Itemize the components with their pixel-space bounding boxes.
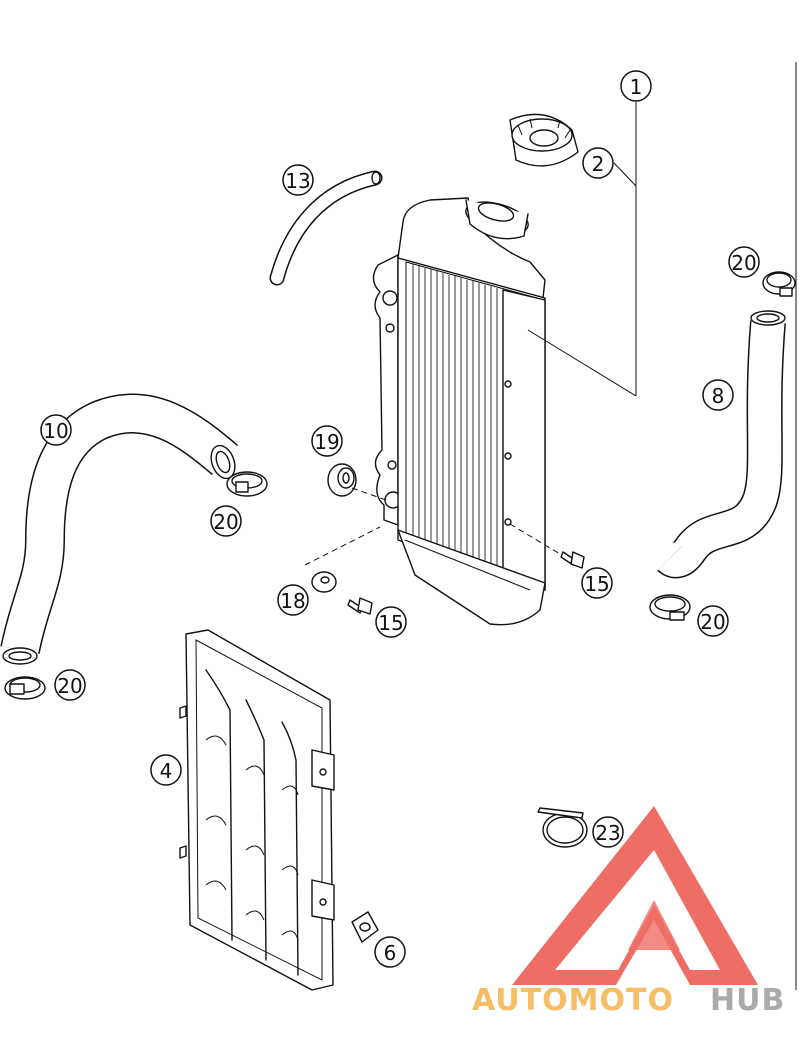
cable-tie	[537, 807, 588, 848]
washer	[311, 571, 337, 593]
watermark-text-hub: HUB	[710, 983, 785, 1018]
svg-text:18: 18	[280, 589, 305, 613]
callout-4: 4	[150, 754, 182, 786]
svg-text:20: 20	[57, 674, 82, 698]
hose-clamp-top-right	[762, 271, 796, 297]
hose-clamp-bottom-left	[4, 676, 46, 700]
lower-radiator-hose-right	[657, 310, 786, 579]
clip-nut	[351, 911, 379, 943]
svg-text:20: 20	[213, 510, 238, 534]
svg-text:6: 6	[384, 941, 397, 965]
callout-6: 6	[374, 936, 406, 968]
washer-mount-line	[304, 526, 381, 566]
callout-13: 13	[282, 164, 314, 196]
overflow-hose	[269, 170, 383, 286]
radiator-core-fins	[412, 264, 498, 565]
screw-right	[560, 551, 585, 569]
svg-text:13: 13	[285, 169, 310, 193]
callout-18: 18	[277, 584, 309, 616]
hose-clamp-mid-left	[226, 471, 268, 497]
svg-text:15: 15	[378, 611, 403, 635]
leader-radiator	[527, 329, 637, 397]
svg-text:2: 2	[592, 152, 605, 176]
callout-19: 19	[311, 425, 343, 457]
callout-15-lower: 15	[375, 606, 407, 638]
automotohub-watermark: AUTOMOTO HUB	[472, 806, 785, 1018]
svg-text:1: 1	[630, 75, 643, 99]
callout-20-mid-left: 20	[210, 505, 242, 537]
svg-text:15: 15	[584, 572, 609, 596]
screw-lower-left	[347, 597, 373, 615]
hose-clamp-lower-right	[649, 594, 691, 621]
leader-2	[613, 162, 637, 187]
radiator	[372, 197, 546, 626]
callout-15-right: 15	[581, 567, 613, 599]
svg-text:4: 4	[160, 759, 173, 783]
callout-8: 8	[702, 379, 734, 411]
svg-text:8: 8	[712, 384, 725, 408]
callout-20-top-right: 20	[728, 246, 760, 278]
watermark-text-automoto: AUTOMOTO	[472, 983, 674, 1018]
svg-text:19: 19	[314, 430, 339, 454]
callout-10: 10	[40, 414, 72, 446]
rubber-grommet	[327, 463, 357, 497]
radiator-cap	[509, 113, 579, 167]
svg-text:20: 20	[700, 610, 725, 634]
grommet-mount-line	[351, 487, 387, 501]
callout-2: 2	[582, 147, 614, 179]
radiator-louver	[179, 629, 335, 991]
svg-text:10: 10	[43, 419, 68, 443]
callout-1: 1	[620, 70, 652, 102]
callout-23: 23	[592, 816, 624, 848]
upper-radiator-hose-left	[0, 393, 239, 665]
screw-mount-line	[509, 523, 571, 561]
svg-text:20: 20	[731, 251, 756, 275]
svg-text:23: 23	[595, 821, 620, 845]
callout-20-lower-right: 20	[697, 605, 729, 637]
callout-20-bottom-left: 20	[54, 669, 86, 701]
